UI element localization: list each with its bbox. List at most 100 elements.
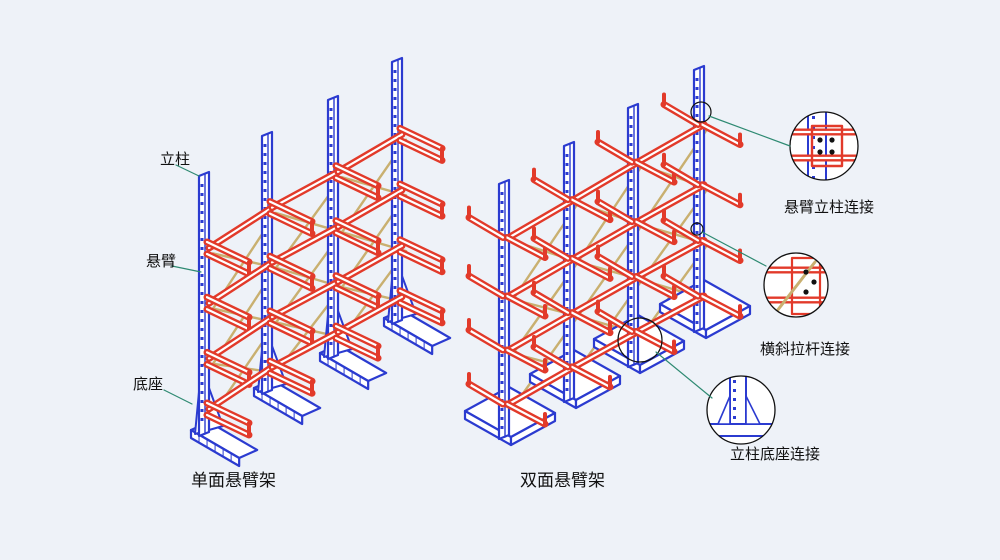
arm-beam-left-highlight: [532, 291, 570, 314]
column-hole: [629, 152, 633, 155]
column-hole: [329, 216, 333, 219]
column-hole: [393, 286, 397, 289]
column-hole: [500, 363, 504, 366]
single-sided-caption: 单面悬臂架: [191, 471, 276, 491]
arm-beam-lower-highlight: [268, 267, 314, 290]
column-base-detail-content: [707, 376, 775, 437]
arm-beam-left-highlight: [532, 178, 570, 201]
cantilever-arm: [660, 92, 744, 148]
horizontal-tie-highlight: [507, 198, 576, 239]
detail-gusset: [745, 395, 761, 425]
column-hole: [393, 169, 397, 172]
column-hole: [500, 336, 504, 339]
arm-beam-right-highlight: [570, 365, 612, 388]
arm-beam-left-highlight: [467, 274, 505, 298]
column-hole: [263, 261, 267, 264]
cantilever-arm: [396, 287, 446, 327]
column-hole: [629, 143, 633, 146]
column-hole: [500, 426, 504, 429]
arm-beam-highlight: [398, 238, 444, 261]
arm-beam-lower-highlight: [205, 252, 251, 276]
cantilever-arm: [530, 167, 614, 224]
column-hole: [500, 201, 504, 204]
column-hole: [329, 180, 333, 183]
column-hole: [329, 315, 333, 318]
cantilever-arm: [203, 348, 253, 388]
column-hole: [200, 328, 204, 331]
column-hole: [565, 208, 569, 211]
arm-beam-lower-highlight: [268, 372, 314, 395]
column-hole: [393, 151, 397, 154]
horizontal-tie-highlight: [336, 244, 404, 283]
horizontal-tie-highlight: [572, 220, 640, 260]
arm-column-ref-circle: [690, 101, 712, 123]
column-hole: [329, 270, 333, 273]
column-hole: [200, 274, 204, 277]
arm-beam-highlight: [268, 200, 314, 223]
horizontal-tie-highlight: [636, 183, 706, 223]
horizontal-tie-highlight: [636, 239, 706, 278]
column-hole: [565, 334, 569, 337]
arm-beam-right-highlight: [634, 275, 676, 298]
cantilever-arm: [465, 318, 549, 374]
arm-column-detail: [789, 111, 859, 181]
column-hole: [695, 105, 699, 108]
column-hole: [629, 206, 633, 209]
column-base-detail: [706, 375, 776, 445]
column-hole: [329, 279, 333, 282]
column-hole: [629, 197, 633, 200]
arm-beam-lower-highlight: [268, 321, 314, 345]
arm-column-connection-label: 悬臂立柱连接: [784, 198, 875, 216]
column-base-leader: [655, 351, 713, 399]
arm-column-leader: [708, 115, 791, 147]
column-hole: [200, 373, 204, 376]
arm-beam-lower-highlight: [398, 139, 444, 162]
connection-detail-drawings: [617, 101, 859, 445]
horizontal-tie-highlight: [636, 123, 706, 164]
column-hole: [629, 215, 633, 218]
column-hole: [263, 252, 267, 255]
arm-beam-right-highlight: [570, 311, 612, 334]
column-hole: [565, 298, 569, 301]
cantilever-arm: [530, 226, 614, 282]
column-hole: [500, 264, 504, 267]
detail-column-hole: [733, 380, 736, 383]
column-hole: [329, 306, 333, 309]
horizontal-tie-highlight: [207, 315, 274, 360]
column-hole: [200, 391, 204, 394]
arm-beam-left-highlight: [662, 163, 700, 186]
column-hole: [500, 300, 504, 303]
column-hole: [200, 355, 204, 358]
column-hole: [500, 408, 504, 411]
column-hole: [565, 235, 569, 238]
detail-column-hole: [733, 389, 736, 392]
column-hole: [329, 288, 333, 291]
column-hole: [393, 115, 397, 118]
column-hole: [500, 282, 504, 285]
column-hole: [565, 325, 569, 328]
column-hole: [263, 279, 267, 282]
column-hole: [500, 318, 504, 321]
column-hole: [695, 78, 699, 81]
detail-column-hole: [812, 166, 815, 169]
column-hole: [565, 154, 569, 157]
column-hole: [565, 289, 569, 292]
arm-beam-highlight: [334, 274, 380, 297]
arm-beam-left-highlight: [532, 345, 570, 368]
column-hole: [565, 244, 569, 247]
column-hole: [500, 327, 504, 330]
arm-beam-left-highlight: [467, 216, 505, 239]
column-hole: [393, 124, 397, 127]
column-hole: [393, 187, 397, 190]
column-hole: [629, 134, 633, 137]
cantilever-arm: [594, 299, 678, 356]
column-hole: [695, 267, 699, 270]
arm-beam-highlight: [268, 360, 314, 383]
column-hole: [500, 390, 504, 393]
cantilever-arm: [465, 205, 549, 261]
arm-beam-left-highlight: [467, 382, 505, 406]
arm-label: 悬臂: [146, 252, 177, 270]
column-hole: [629, 260, 633, 263]
arm-beam-right-highlight: [570, 198, 612, 221]
